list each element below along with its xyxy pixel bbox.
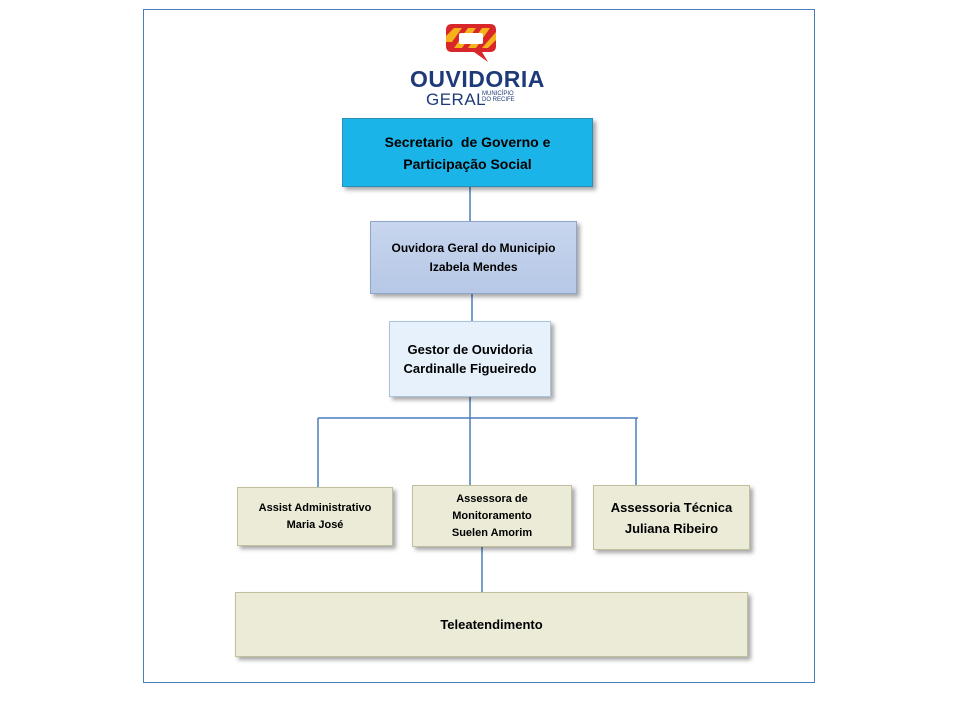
logo-small-text: MUNICÍPIO DO RECIFE: [482, 91, 532, 103]
node-secretario-line2: Participação Social: [403, 155, 532, 172]
node-assessora-monitoramento: Assessora de Monitoramento Suelen Amorim: [412, 485, 572, 547]
node-assessora-line1: Assessora de: [456, 492, 528, 505]
node-teleatendimento-label: Teleatendimento: [440, 617, 543, 632]
node-assessora-line3: Suelen Amorim: [451, 526, 533, 539]
node-ouvidora-line2: Izabela Mendes: [429, 259, 518, 274]
node-assessoria-tecnica: Assessoria Técnica Juliana Ribeiro: [593, 485, 750, 550]
node-ouvidora-line1: Ouvidora Geral do Municipio: [391, 240, 556, 255]
logo-title: OUVIDORIA: [410, 66, 545, 92]
node-teleatendimento: Teleatendimento: [235, 592, 748, 657]
logo-subtitle: GERAL: [426, 90, 487, 109]
node-assist-line1: Assist Administrativo: [258, 501, 372, 514]
logo-mark-icon: [446, 24, 496, 62]
ouvidoria-logo: OUVIDORIA GERAL MUNICÍPIO DO RECIFE: [400, 18, 560, 110]
node-secretario-line1: Secretario de Governo e: [384, 133, 551, 150]
logo-small-line1: MUNICÍPIO: [482, 91, 514, 97]
logo-small-line2: DO RECIFE: [482, 97, 515, 103]
node-assessoria-line1: Assessoria Técnica: [610, 499, 733, 515]
node-gestor: Gestor de Ouvidoria Cardinalle Figueired…: [389, 321, 551, 397]
node-assessoria-line2: Juliana Ribeiro: [624, 520, 719, 536]
node-assist-administrativo: Assist Administrativo Maria José: [237, 487, 393, 546]
node-secretario: Secretario de Governo e Participação Soc…: [342, 118, 593, 187]
node-assessora-line2: Monitoramento: [452, 509, 532, 522]
node-assist-line2: Maria José: [286, 518, 344, 531]
diagram-frame: [143, 9, 815, 683]
node-gestor-line1: Gestor de Ouvidoria: [407, 342, 533, 357]
node-ouvidora-geral: Ouvidora Geral do Municipio Izabela Mend…: [370, 221, 577, 294]
node-gestor-line2: Cardinalle Figueiredo: [403, 361, 537, 376]
